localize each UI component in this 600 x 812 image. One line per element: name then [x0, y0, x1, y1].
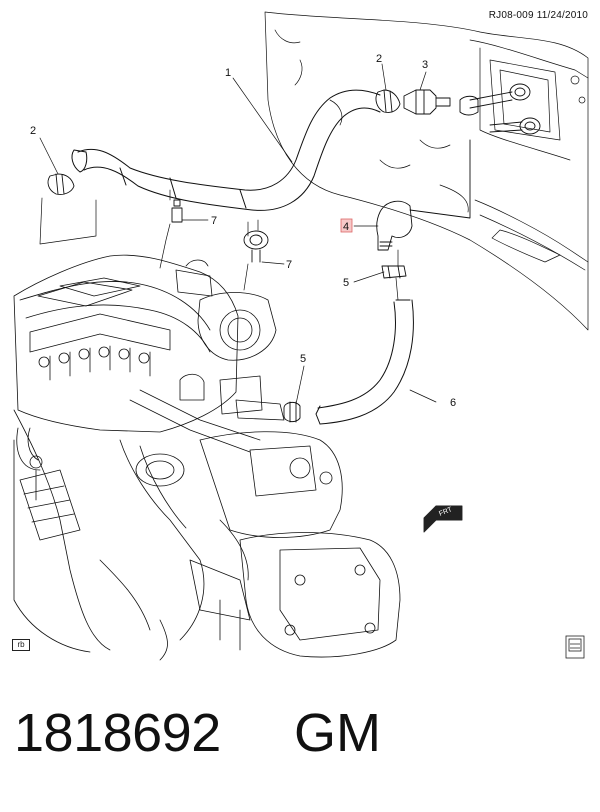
- part-number: 1818692: [14, 703, 221, 763]
- callout-7b: 7: [286, 259, 292, 271]
- heater-outlet-hose: [315, 299, 414, 425]
- stud-7a: [171, 199, 183, 223]
- bracket-7b: [243, 230, 269, 263]
- hose-clamp-5b: [283, 401, 301, 423]
- callout-4: 4: [343, 221, 349, 233]
- callout-labels: 1 2 2 3 4 5 5 6 7 7 FRT: [30, 53, 456, 518]
- callout-1: 1: [225, 67, 231, 79]
- hose-clamp-5a: [381, 265, 407, 279]
- body-panel: [264, 11, 589, 331]
- brand-label: GM: [294, 703, 381, 763]
- rb-tag: rb: [12, 639, 30, 651]
- engine-assembly: [13, 254, 239, 653]
- exploded-diagram: 1 2 2 3 4 5 5 6 7 7 FRT: [13, 11, 589, 661]
- service-manual-icon: [565, 635, 585, 659]
- diagram-reference-label: RJ08-009 11/24/2010: [488, 10, 588, 21]
- quick-connector-3: [403, 89, 451, 115]
- callout-2b: 2: [376, 53, 382, 65]
- callout-5b: 5: [300, 353, 306, 365]
- throttle-and-sensors: [129, 259, 285, 453]
- front-arrow-label: FRT: [438, 506, 454, 518]
- hose-clamp-2a: [47, 173, 75, 195]
- hose-clamp-2b: [375, 89, 401, 113]
- callout-6: 6: [450, 397, 456, 409]
- transmission-assembly: [99, 431, 401, 661]
- front-arrow-icon: [423, 505, 463, 533]
- callout-3: 3: [422, 59, 428, 71]
- leader-lines: [39, 63, 437, 405]
- callout-4-highlight: [340, 218, 353, 233]
- heater-core-fittings: [459, 83, 541, 135]
- callout-7a: 7: [211, 215, 217, 227]
- heater-inlet-hose: [71, 89, 381, 211]
- callout-5a: 5: [343, 277, 349, 289]
- callout-2a: 2: [30, 125, 36, 137]
